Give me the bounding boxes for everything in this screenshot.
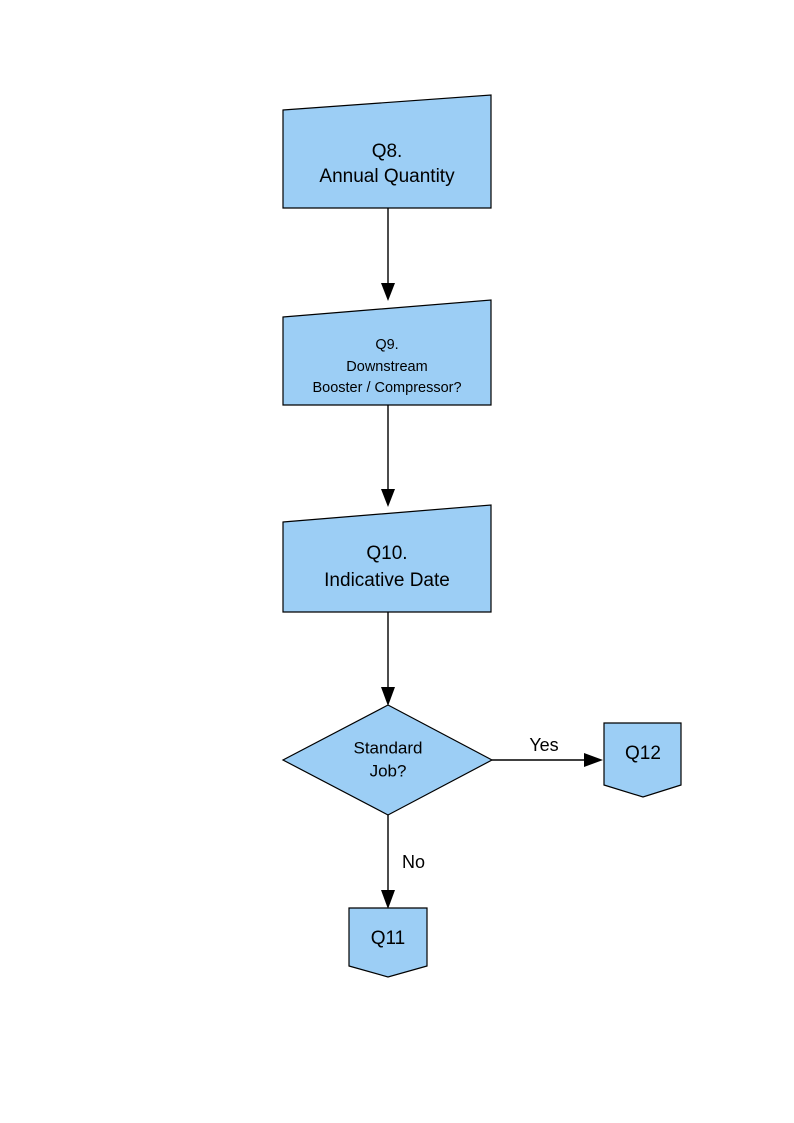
node-q12-label: Q12 (625, 743, 661, 764)
node-q8-line1: Q8. (372, 141, 403, 162)
node-q12-shape[interactable] (603, 722, 682, 798)
node-q10[interactable]: Q10. Indicative Date (282, 504, 492, 613)
node-q10-line2: Indicative Date (324, 570, 450, 591)
edge-q8-to-q9 (381, 208, 395, 301)
node-q11-shape[interactable] (348, 907, 428, 978)
node-q8[interactable]: Q8. Annual Quantity (282, 94, 492, 209)
node-q12[interactable]: Q12 (603, 722, 682, 798)
node-decision-shape[interactable] (281, 704, 494, 816)
edge-label-no: No (402, 852, 425, 872)
edge-decision-to-q11: No (381, 815, 425, 909)
node-q9-line3: Booster / Compressor? (312, 380, 461, 396)
node-q9[interactable]: Q9. Downstream Booster / Compressor? (282, 299, 492, 406)
node-q11-label: Q11 (371, 928, 406, 949)
edge-q10-to-decision (381, 612, 395, 706)
node-q9-shape[interactable] (282, 299, 492, 406)
node-q9-line1: Q9. (375, 337, 398, 353)
node-q8-shape[interactable] (282, 94, 492, 209)
edge-q10-to-decision-arrowhead (381, 687, 395, 706)
node-q11[interactable]: Q11 (348, 907, 428, 978)
edge-q8-to-q9-arrowhead (381, 283, 395, 301)
node-decision-line2: Job? (370, 761, 407, 780)
node-q8-line2: Annual Quantity (319, 166, 455, 187)
edge-q9-to-q10 (381, 405, 395, 507)
node-decision-line1: Standard (354, 738, 423, 757)
edge-decision-to-q12-arrowhead (584, 753, 603, 767)
node-decision-standard-job[interactable]: Standard Job? (281, 704, 494, 816)
edge-label-yes: Yes (529, 735, 558, 755)
edge-decision-to-q12: Yes (492, 735, 603, 767)
edge-q9-to-q10-arrowhead (381, 489, 395, 507)
node-q9-line2: Downstream (346, 359, 427, 375)
node-q10-line1: Q10. (366, 543, 407, 564)
node-q10-shape[interactable] (282, 504, 492, 613)
edge-decision-to-q11-arrowhead (381, 890, 395, 909)
